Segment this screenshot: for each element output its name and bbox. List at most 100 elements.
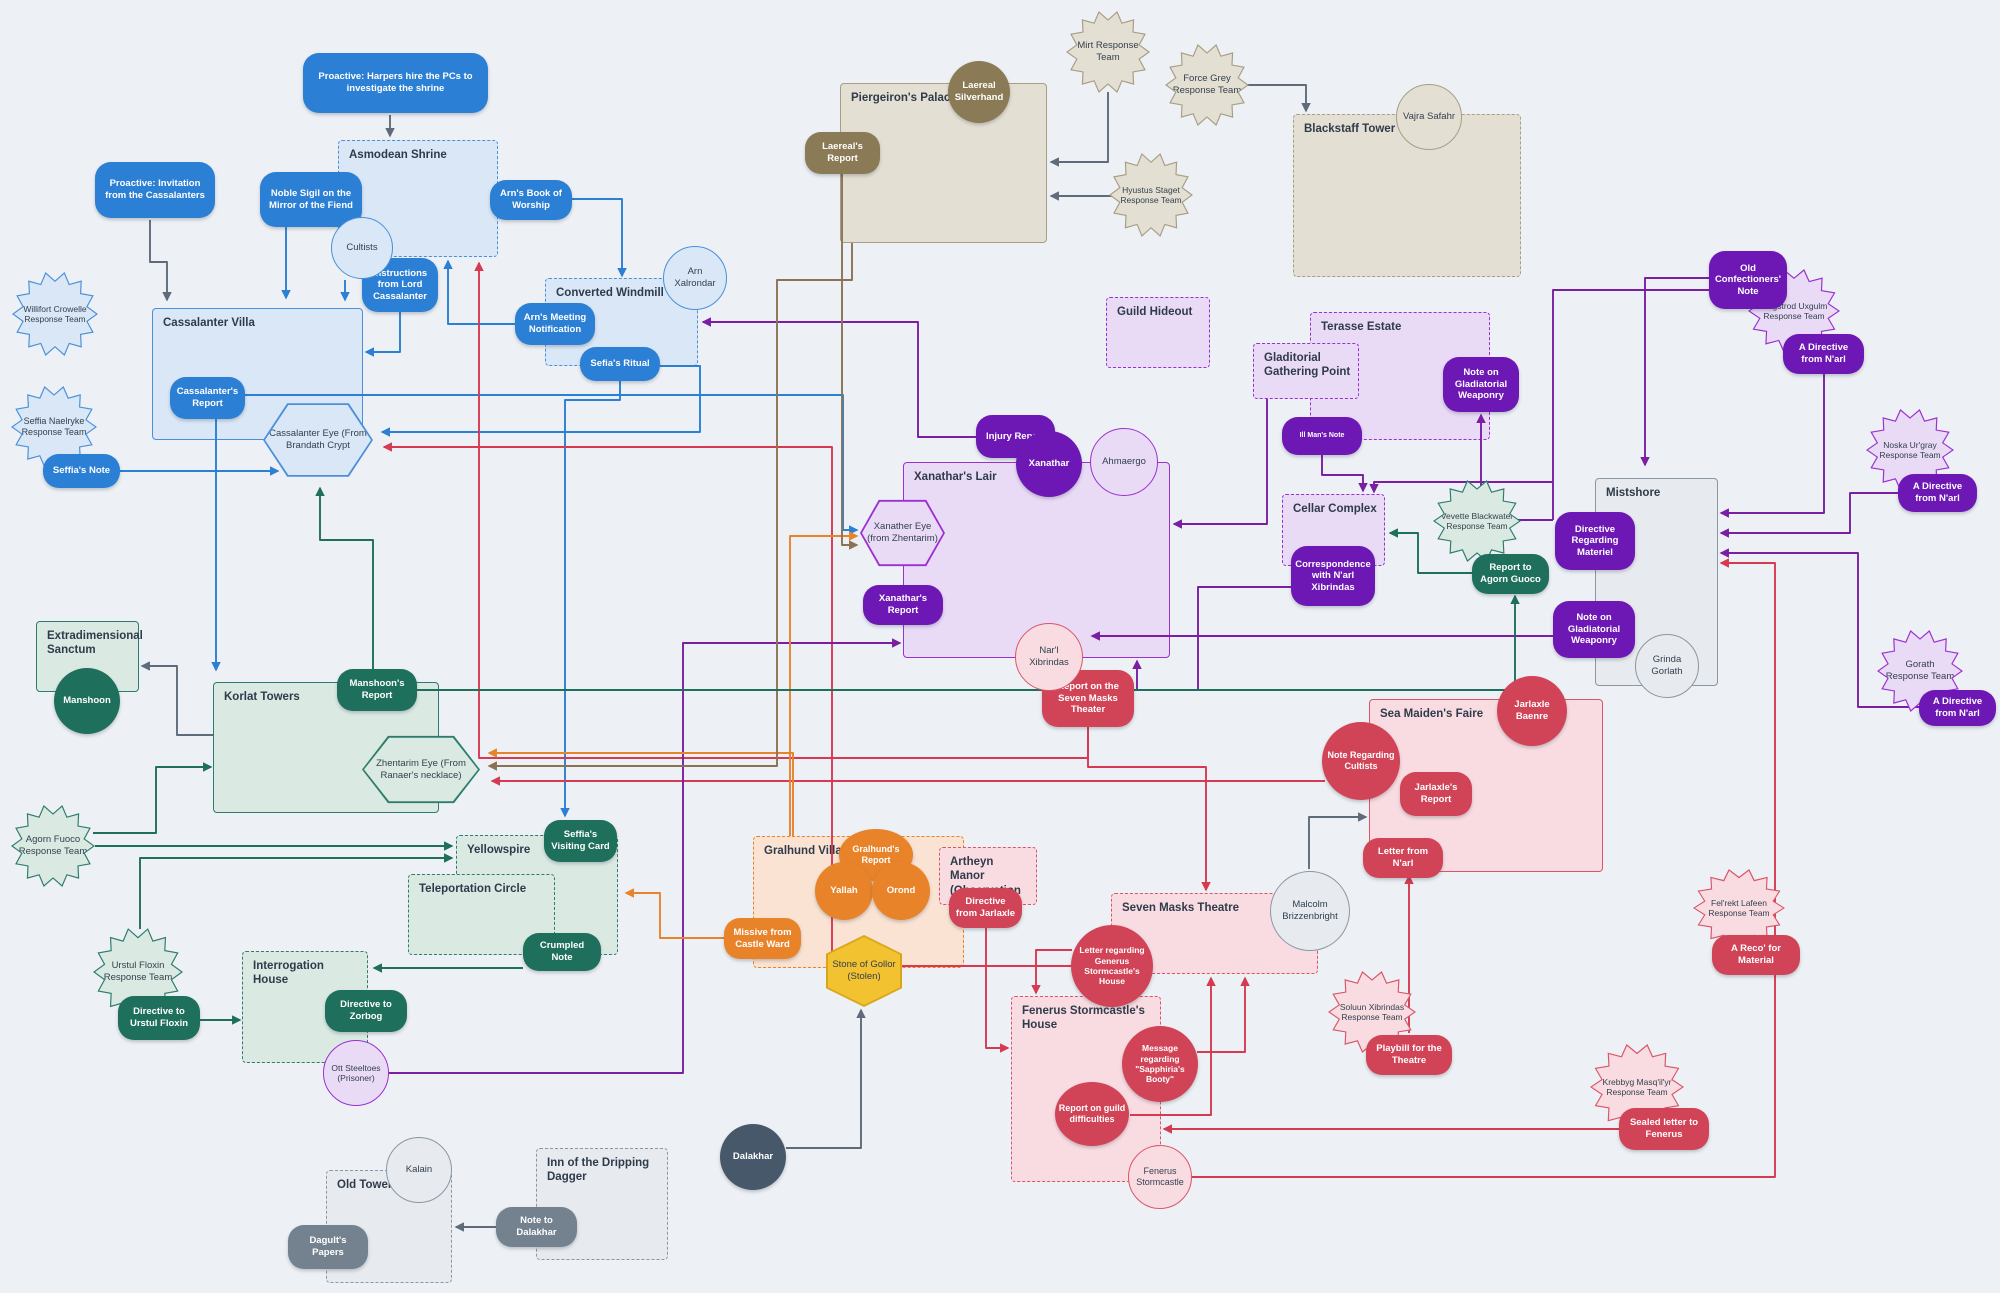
gladitorial-gathering-point[interactable]: Gladitorial Gathering Point xyxy=(1253,343,1359,399)
directive-from-jarlaxle[interactable]: Directive from Jarlaxle xyxy=(949,888,1022,928)
malcolm-brizzenbright[interactable]: Malcolm Brizzenbright xyxy=(1270,871,1350,951)
laereal-silverhand[interactable]: Laereal Silverhand xyxy=(948,61,1010,123)
guild-hideout[interactable]: Guild Hideout xyxy=(1106,297,1210,368)
directive-to-zorbog[interactable]: Directive to Zorbog xyxy=(325,990,407,1032)
letter-regarding-generus-stormcastles-house[interactable]: Letter regarding Generus Stormcastle's H… xyxy=(1071,925,1153,1007)
correspondence-with-narl-xibrindas[interactable]: Correspondence with N'arl Xibrindas xyxy=(1291,546,1375,606)
orond[interactable]: Orond xyxy=(872,862,930,920)
edge-29 xyxy=(1031,949,1072,995)
dagults-papers[interactable]: Dagult's Papers xyxy=(288,1225,368,1269)
xanather-eye[interactable]: Xanather Eye (from Zhentarim) xyxy=(860,497,945,569)
edge-51 xyxy=(139,853,454,929)
force-grey-response-team-label: Force Grey Response Team xyxy=(1167,45,1247,125)
cultists[interactable]: Cultists xyxy=(331,217,393,279)
stone-of-gollor-label: Stone of Gollor (Stolen) xyxy=(828,937,900,1005)
interrogation-house-title: Interrogation House xyxy=(253,960,324,987)
teleportation-circle-title: Teleportation Circle xyxy=(419,883,527,895)
note-to-dalakhar[interactable]: Note to Dalakhar xyxy=(496,1207,577,1247)
report-on-guild-difficulties[interactable]: Report on guild difficulties xyxy=(1055,1082,1129,1146)
mirt-response-team-label: Mirt Response Team xyxy=(1068,12,1148,92)
directive-to-urstul-floxin[interactable]: Directive to Urstul Floxin xyxy=(118,996,200,1040)
seffias-visiting-card[interactable]: Seffia's Visiting Card xyxy=(544,820,617,862)
seffia-naelryke-response-team[interactable]: Seffia Naelryke Response Team xyxy=(11,385,97,469)
korlat-towers-title: Korlat Towers xyxy=(224,691,300,703)
ahmaergo[interactable]: Ahmaergo xyxy=(1090,428,1158,496)
crumpled-note[interactable]: Crumpled Note xyxy=(523,933,601,971)
fenerus-stormcastle[interactable]: Fenerus Stormcastle xyxy=(1128,1145,1192,1209)
edge-23 xyxy=(1087,727,1211,892)
message-regarding-sapphirias-booty[interactable]: Message regarding "Sapphiria's Booty" xyxy=(1122,1026,1198,1102)
narl-xibrindas[interactable]: Nar'l Xibrindas xyxy=(1015,623,1083,691)
blackstaff-tower-title: Blackstaff Tower xyxy=(1304,123,1396,135)
playbill-for-the-theatre[interactable]: Playbill for the Theatre xyxy=(1366,1035,1452,1075)
old-tower-title: Old Tower xyxy=(337,1179,393,1191)
edge-13 xyxy=(443,259,515,325)
edge-36 xyxy=(1321,455,1368,493)
stone-of-gollor[interactable]: Stone of Gollor (Stolen) xyxy=(826,935,902,1007)
edge-8 xyxy=(1308,812,1368,869)
old-confectioners-note[interactable]: Old Confectioners' Note xyxy=(1709,251,1787,309)
manshoon[interactable]: Manshoon xyxy=(54,668,120,734)
edge-5 xyxy=(140,661,213,736)
invitation-proactive[interactable]: Proactive: Invitation from the Cassalant… xyxy=(95,162,215,218)
laereals-report[interactable]: Laereal's Report xyxy=(805,132,880,174)
edge-43 xyxy=(487,748,794,836)
hyustus-staget-response-team[interactable]: Hyustus Staget Response Team xyxy=(1109,152,1193,238)
edge-3 xyxy=(1247,84,1311,113)
arns-meeting-notification[interactable]: Arn's Meeting Notification xyxy=(515,303,595,345)
grinda-gorlath[interactable]: Grinda Gorlath xyxy=(1635,634,1699,698)
ott-steeltoes[interactable]: Ott Steeltoes (Prisoner) xyxy=(323,1040,389,1106)
harpers-proactive[interactable]: Proactive: Harpers hire the PCs to inves… xyxy=(303,53,488,113)
zhentarim-eye[interactable]: Zhentarim Eye (From Ranaer's necklace) xyxy=(362,733,480,806)
agorn-fuoco-response-team[interactable]: Agorn Fuoco Response Team xyxy=(11,804,95,888)
willifort-crowelle-response-team[interactable]: Willifort Crowelle Response Team xyxy=(12,271,98,357)
cellar-complex-title: Cellar Complex xyxy=(1293,503,1377,515)
jarlaxles-report[interactable]: Jarlaxle's Report xyxy=(1400,772,1472,816)
jarlaxle-baenre[interactable]: Jarlaxle Baenre xyxy=(1497,676,1567,746)
edge-12 xyxy=(364,312,401,357)
manshoons-report[interactable]: Manshoon's Report xyxy=(337,669,417,711)
urstul-floxin-response-team[interactable]: Urstul Floxin Response Team xyxy=(93,927,183,1017)
arns-book-of-worship[interactable]: Arn's Book of Worship xyxy=(490,180,572,220)
cassalanters-report[interactable]: Cassalanter's Report xyxy=(170,377,245,419)
edge-18 xyxy=(560,381,621,818)
xanathar[interactable]: Xanathar xyxy=(1016,431,1082,497)
sefias-ritual[interactable]: Sefia's Ritual xyxy=(580,347,660,381)
letter-from-narl[interactable]: Letter from N'arl xyxy=(1363,838,1443,878)
cassalanter-villa-title: Cassalanter Villa xyxy=(163,317,255,329)
edge-1 xyxy=(149,220,172,302)
force-grey-response-team[interactable]: Force Grey Response Team xyxy=(1165,43,1249,127)
missive-from-castle-ward[interactable]: Missive from Castle Ward xyxy=(724,918,801,959)
a-directive-from-narl-2[interactable]: A Directive from N'arl xyxy=(1898,474,1977,512)
a-reco-for-material[interactable]: A Reco' for Material xyxy=(1712,935,1800,975)
noble-sigil[interactable]: Noble Sigil on the Mirror of the Fiend xyxy=(260,172,362,227)
sealed-letter-to-fenerus[interactable]: Sealed letter to Fenerus xyxy=(1619,1108,1709,1150)
edge-22 xyxy=(985,928,1010,1053)
cassalanter-eye[interactable]: Cassalanter Eye (From Brandath Crypt xyxy=(263,400,373,480)
arn-xalrondar[interactable]: Arn Xalrondar xyxy=(663,246,727,310)
edge-41 xyxy=(701,317,976,438)
yallah[interactable]: Yallah xyxy=(815,862,873,920)
xanathars-report[interactable]: Xanathar's Report xyxy=(863,585,943,625)
edge-28 xyxy=(1197,976,1250,1053)
ill-mans-note[interactable]: Ill Man's Note xyxy=(1282,417,1362,455)
kalain[interactable]: Kalain xyxy=(386,1137,452,1203)
directive-regarding-materiel[interactable]: Directive Regarding Materiel xyxy=(1555,512,1635,570)
note-regarding-cultists[interactable]: Note Regarding Cultists xyxy=(1322,722,1400,800)
note-on-gladiatorial-weaponry-1[interactable]: Note on Gladiatorial Weaponry xyxy=(1443,357,1519,412)
dalakhar[interactable]: Dalakhar xyxy=(720,1124,786,1190)
willifort-crowelle-response-team-label: Willifort Crowelle Response Team xyxy=(14,273,96,355)
a-directive-from-narl-3[interactable]: A Directive from N'arl xyxy=(1919,690,1996,726)
edge-32 xyxy=(1719,492,1898,538)
vajra-safahr[interactable]: Vajra Safahr xyxy=(1396,84,1462,150)
mirt-response-team[interactable]: Mirt Response Team xyxy=(1066,10,1150,94)
edge-38 xyxy=(1172,399,1268,529)
vevette-blackwater-response-team[interactable]: Vevette Blackwater Response Team xyxy=(1433,479,1521,563)
a-directive-from-narl-1[interactable]: A Directive from N'arl xyxy=(1783,334,1864,374)
seffias-note[interactable]: Seffia's Note xyxy=(43,454,120,488)
hyustus-staget-response-team-label: Hyustus Staget Response Team xyxy=(1111,154,1191,236)
note-on-gladiatorial-weaponry-2[interactable]: Note on Gladiatorial Weaponry xyxy=(1553,601,1635,658)
report-to-agorn-guoco[interactable]: Report to Agorn Guoco xyxy=(1472,554,1549,594)
agorn-fuoco-response-team-label: Agorn Fuoco Response Team xyxy=(13,806,93,886)
